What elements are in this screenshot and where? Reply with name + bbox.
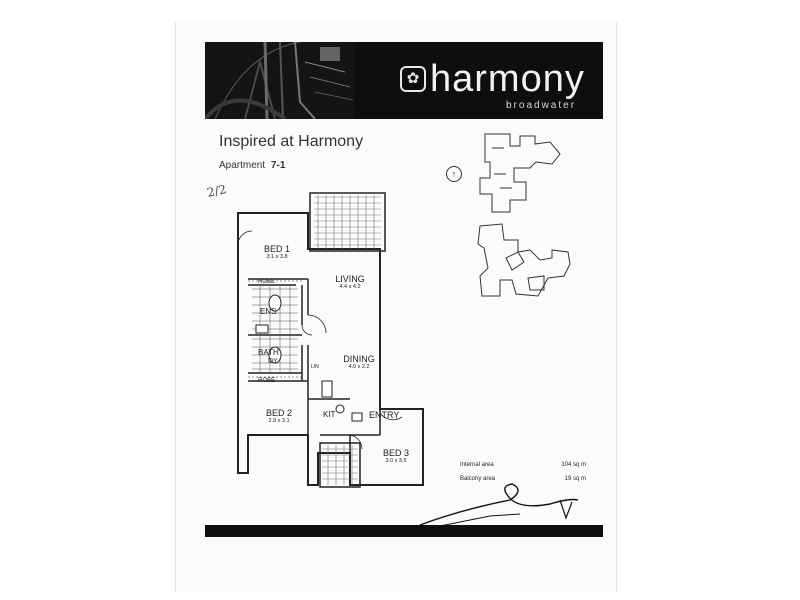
apartment-line: Apartment 7-1 <box>219 160 285 171</box>
brand-name: harmony <box>430 58 585 100</box>
footer-bar <box>205 525 603 537</box>
room-dimensions: 4.4 x 4.2 <box>339 284 361 290</box>
apartment-number: 7-1 <box>270 160 286 171</box>
room-name: BED 1 <box>263 244 290 254</box>
room-bed-3: BED 3 3.0 x 3.5 <box>372 448 420 465</box>
bath-label: BATH <box>258 348 279 357</box>
room-living: LIVING 4.4 x 4.2 <box>325 274 375 291</box>
robe-label: ROBE <box>258 279 276 285</box>
room-dimensions: 2.9 x 3.1 <box>268 418 290 424</box>
robe-label: ROBE <box>258 378 276 384</box>
area-value: 104 sq m <box>561 462 586 468</box>
site-plan <box>477 133 571 297</box>
page-title: Inspired at Harmony <box>219 133 364 150</box>
ensuite-label: ENS <box>260 307 277 316</box>
room-dimensions: 4.0 x 2.2 <box>348 364 370 370</box>
apartment-label: Apartment <box>219 160 266 171</box>
area-row: Internal area 104 sq m <box>460 462 586 476</box>
north-compass-icon: ↑ <box>446 166 462 182</box>
area-label: Internal area <box>460 462 494 468</box>
room-name: LIVING <box>335 274 365 284</box>
entry-label: ENTRY <box>369 410 400 420</box>
leaf-monogram-icon: ✿ <box>400 66 426 92</box>
room-bed-2: BED 2 2.9 x 3.1 <box>256 408 302 425</box>
brand-subtitle: broadwater <box>506 100 577 111</box>
linen-label: LIN <box>311 364 319 370</box>
room-dining: DINING 4.0 x 2.2 <box>334 354 384 371</box>
room-name: BED 2 <box>265 408 292 418</box>
area-value: 19 sq m <box>564 476 586 482</box>
kitchen-label: KIT <box>323 410 336 419</box>
room-dimensions: 3.0 x 3.5 <box>385 458 407 464</box>
room-dimensions: 3.1 x 3.8 <box>266 254 288 260</box>
room-bed-1: BED 1 3.1 x 3.8 <box>254 244 300 261</box>
room-name: DINING <box>343 354 375 364</box>
area-row: Balcony area 19 sq m <box>460 476 586 490</box>
banner-photo <box>205 42 355 119</box>
area-label: Balcony area <box>460 476 496 482</box>
signature <box>419 483 579 529</box>
area-summary: Internal area 104 sq m Balcony area 19 s… <box>460 462 586 490</box>
header-banner <box>205 42 603 119</box>
dy-label: DY <box>268 358 278 365</box>
floor-plan <box>237 192 424 488</box>
room-name: BED 3 <box>382 448 409 458</box>
